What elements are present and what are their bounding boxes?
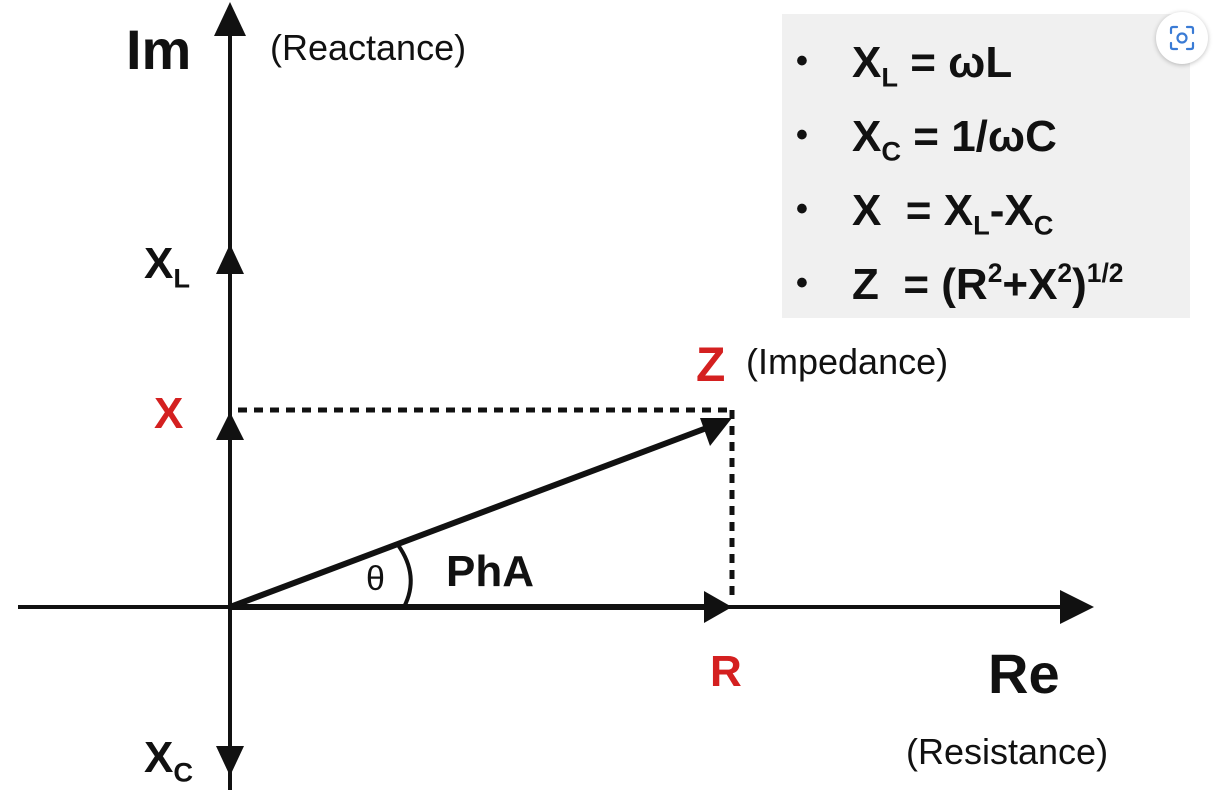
r-vector-arrowhead <box>704 591 732 623</box>
formula-part: X <box>852 38 882 87</box>
formula-part: X <box>852 112 882 161</box>
formula-part: -X <box>989 186 1034 235</box>
re-axis-arrowhead <box>1060 590 1094 624</box>
xc-label: XC <box>144 733 194 788</box>
formula-part: L <box>973 209 990 241</box>
formula-part: 1/2 <box>1086 257 1124 288</box>
xl-label: XL <box>144 239 191 294</box>
x-arrowhead <box>216 412 244 440</box>
formula-part: = 1/ωC <box>901 112 1057 161</box>
z-caption: (Impedance) <box>746 341 949 382</box>
bullet: • <box>796 190 808 228</box>
im-axis-arrowhead <box>214 2 246 36</box>
formula-text: Z = (R2+X2)1/2 <box>852 260 1123 310</box>
im-axis-caption: (Reactance) <box>270 27 467 68</box>
re-axis-caption: (Resistance) <box>906 731 1109 772</box>
phase-angle-label: PhA <box>446 547 534 596</box>
formula-text: XL = ωL <box>852 38 1013 91</box>
bullet: • <box>796 42 808 80</box>
visual-lookup-icon <box>1169 25 1195 51</box>
theta-arc <box>396 543 413 608</box>
x-label: X <box>154 389 184 438</box>
xl-arrowhead <box>216 244 244 274</box>
formula-part: 2 <box>987 257 1003 288</box>
formula-text: XC = 1/ωC <box>852 112 1057 165</box>
formula-part: +X <box>1002 260 1058 309</box>
re-axis-label: Re <box>988 642 1060 705</box>
formula-part: 2 <box>1057 257 1073 288</box>
formula-part: ) <box>1072 260 1087 309</box>
r-label: R <box>710 647 742 696</box>
formula-part: C <box>881 135 902 167</box>
formula-part: = ωL <box>898 38 1013 87</box>
bullet: • <box>796 116 808 154</box>
formula-part: X = X <box>852 186 974 235</box>
z-vector <box>228 423 714 610</box>
bullet: • <box>796 264 808 302</box>
xc-arrowhead <box>216 746 244 776</box>
formula-text: X = XL-XC <box>852 186 1053 239</box>
formula-legend: •XL = ωL•XC = 1/ωC•X = XL-XC•Z = (R2+X2)… <box>782 14 1190 318</box>
visual-lookup-button[interactable] <box>1156 12 1208 64</box>
theta-label: θ <box>366 560 385 598</box>
z-label: Z <box>696 339 726 392</box>
formula-part: L <box>881 61 899 93</box>
formula-part: C <box>1033 209 1054 241</box>
formula-part: Z = (R <box>852 260 988 309</box>
im-axis-label: Im <box>126 18 192 81</box>
z-vector-arrowhead <box>700 418 732 446</box>
